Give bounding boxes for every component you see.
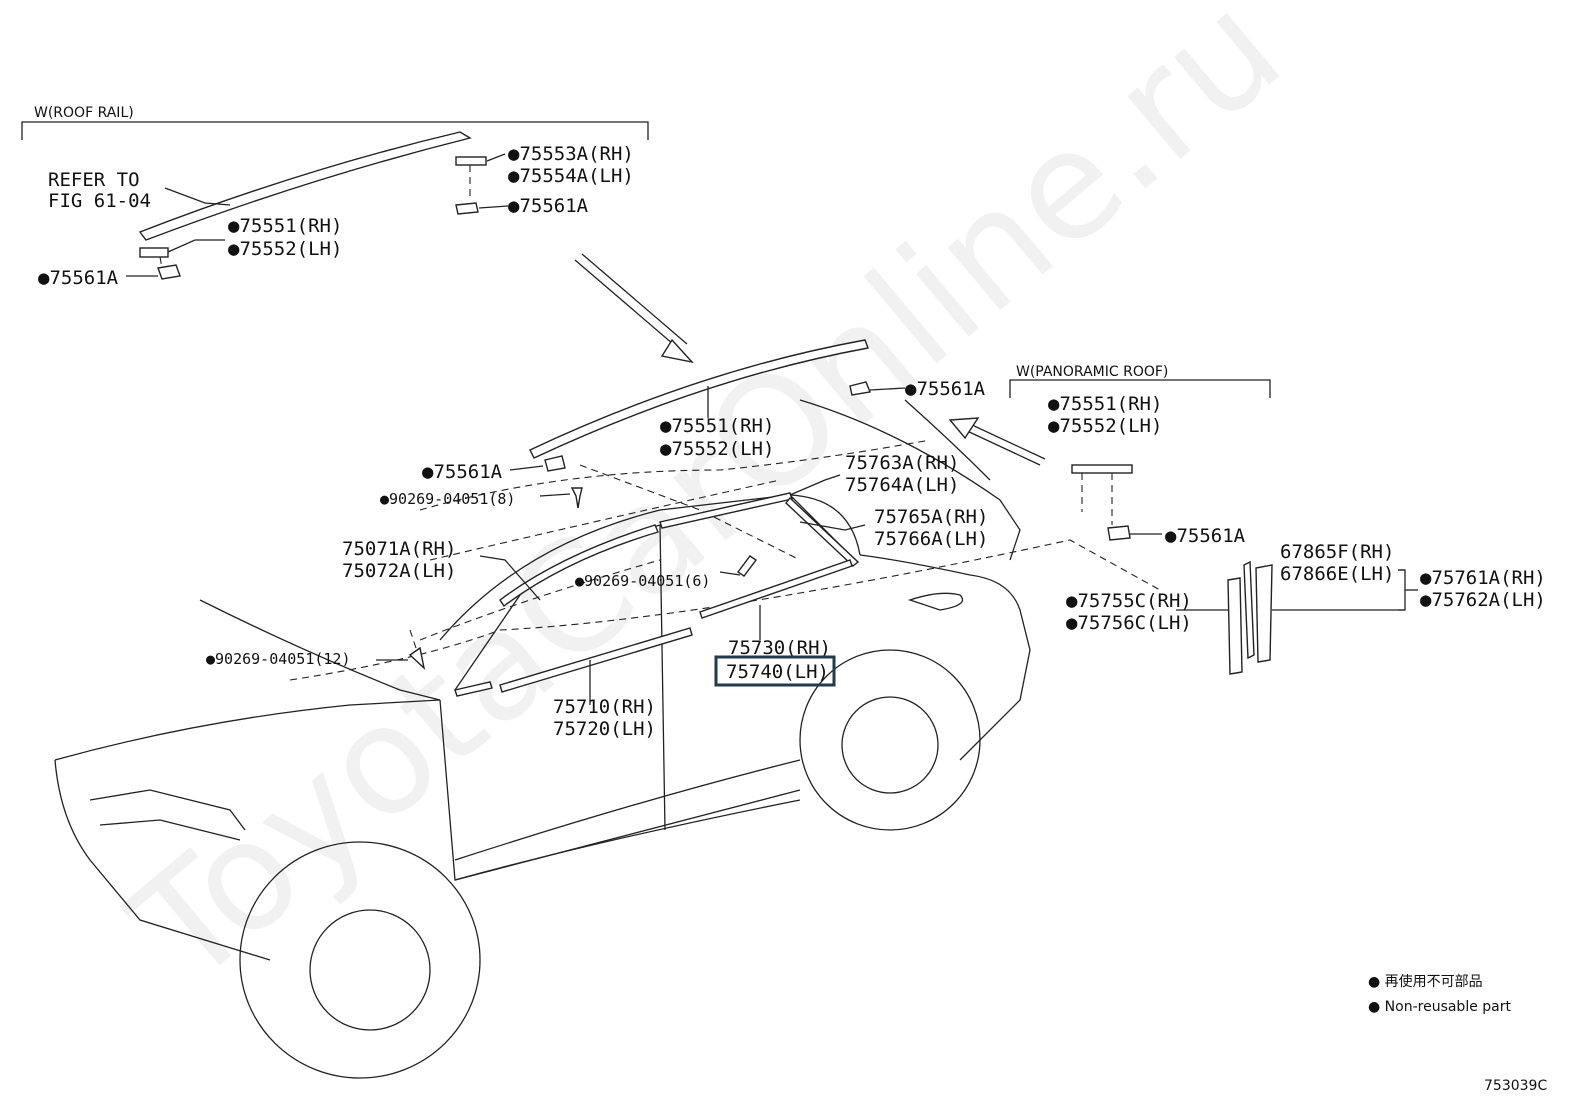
label-75740-lh: 75740(LH) [726,661,829,683]
label-75764a-lh: 75764A(LH) [845,474,959,496]
window-mouldings [376,474,866,705]
label-75710-rh: 75710(RH) [553,696,656,718]
label-90269-04051-12: ●90269-04051(12) [206,650,351,668]
label-75551-rh-pan: ●75551(RH) [1048,393,1162,415]
panoramic-roof-group: W(PANORAMIC ROOF) ●75551(RH) ●75552(LH) … [948,364,1271,547]
refer-to-line1: REFER TO [48,169,140,191]
diagram-id: 753039C [1484,1078,1547,1094]
label-75561a-mid: ●75561A [422,461,503,483]
label-75761a-rh: ●75761A(RH) [1420,567,1546,589]
watermark: ToyotaCarOnline.ru [101,0,1313,1018]
label-75072a-lh: 75072A(LH) [342,560,456,582]
label-75766a-lh: 75766A(LH) [874,528,988,550]
panoramic-roof-header: W(PANORAMIC ROOF) [1016,364,1168,380]
arrow-down-icon [574,253,694,364]
label-75552-lh-top: ●75552(LH) [228,238,342,260]
roof-rail-group: W(ROOF RAIL) REFER TO FIG 61-04 ●75553A(… [21,105,649,289]
legend-japanese: ● 再使用不可部品 [1368,973,1483,990]
label-75561a-left: ●75561A [38,267,119,289]
label-75762a-lh: ●75762A(LH) [1420,589,1546,611]
label-67865f-rh: 67865F(RH) [1280,541,1394,563]
label-75720-lh: 75720(LH) [553,718,656,740]
label-75551-rh-top: ●75551(RH) [228,215,342,237]
label-75561a-top: ●75561A [508,195,589,217]
label-75763a-rh: 75763A(RH) [845,452,959,474]
label-75561a-pan: ●75561A [1165,525,1246,547]
label-75730-rh: 75730(RH) [728,637,831,659]
label-75071a-rh: 75071A(RH) [342,538,456,560]
label-75755c-rh: ●75755C(RH) [1066,590,1192,612]
highlight-box-75740 [714,655,836,687]
legend-non-reusable: ● Non-reusable part [1368,999,1511,1015]
label-90269-04051-6: ●90269-04051(6) [575,572,710,590]
label-75553a-rh: ●75553A(RH) [508,143,634,165]
roof-rail-header: W(ROOF RAIL) [34,105,134,121]
refer-to-line2: FIG 61-04 [48,190,151,212]
label-75551-rh-mid: ●75551(RH) [660,415,774,437]
label-75552-lh-mid: ●75552(LH) [660,438,774,460]
label-75561a-roof: ●75561A [905,378,986,400]
label-75554a-lh: ●75554A(LH) [508,165,634,187]
label-90269-04051-8: ●90269-04051(8) [380,490,515,508]
label-75552-lh-pan: ●75552(LH) [1048,415,1162,437]
label-75756c-lh: ●75756C(LH) [1066,612,1192,634]
label-67866e-lh: 67866E(LH) [1280,563,1394,585]
label-75765a-rh: 75765A(RH) [874,506,988,528]
pillar-garnish-group: 67865F(RH) 67866E(LH) ●75761A(RH) ●75762… [1066,541,1546,675]
